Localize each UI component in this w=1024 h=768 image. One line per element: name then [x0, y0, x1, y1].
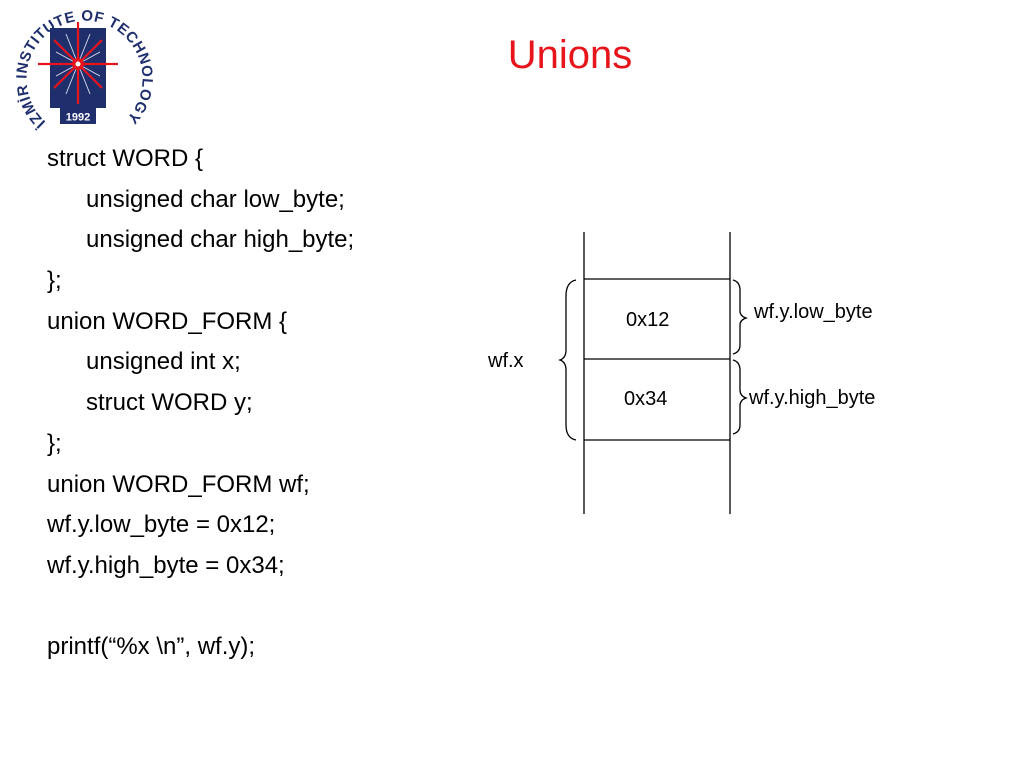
low-byte-label: wf.y.low_byte [754, 301, 873, 323]
code-line: }; [47, 267, 62, 295]
code-line: wf.y.low_byte = 0x12; [47, 511, 276, 539]
wfx-brace [557, 279, 577, 441]
code-line: }; [47, 429, 62, 457]
code-line: unsigned char high_byte; [86, 226, 355, 254]
code-line: printf(“%x \n”, wf.y); [47, 633, 256, 661]
code-line: wf.y.high_byte = 0x34; [47, 551, 285, 579]
code-line: unsigned int x; [86, 348, 241, 376]
code-listing: struct WORD { unsigned char low_byte; un… [47, 139, 354, 668]
high-byte-brace [732, 359, 749, 435]
high-byte-label: wf.y.high_byte [749, 387, 876, 409]
code-line: struct WORD { [47, 145, 204, 172]
cell-value-high: 0x34 [624, 388, 668, 410]
low-byte-brace [732, 279, 749, 355]
code-line: union WORD_FORM wf; [47, 470, 310, 498]
wfx-label: wf.x [488, 350, 524, 372]
code-line: struct WORD y; [86, 389, 253, 417]
code-line: union WORD_FORM { [47, 307, 288, 335]
logo-year: 1992 [66, 112, 90, 124]
code-line [47, 587, 354, 628]
institute-logo: İZMİR INSTITUTE OF TECHNOLOGY 1992 [13, 7, 155, 131]
slide-title: Unions [507, 33, 633, 77]
code-line: unsigned char low_byte; [86, 185, 345, 213]
logo-emblem [38, 22, 118, 108]
cell-value-low: 0x12 [626, 309, 670, 331]
